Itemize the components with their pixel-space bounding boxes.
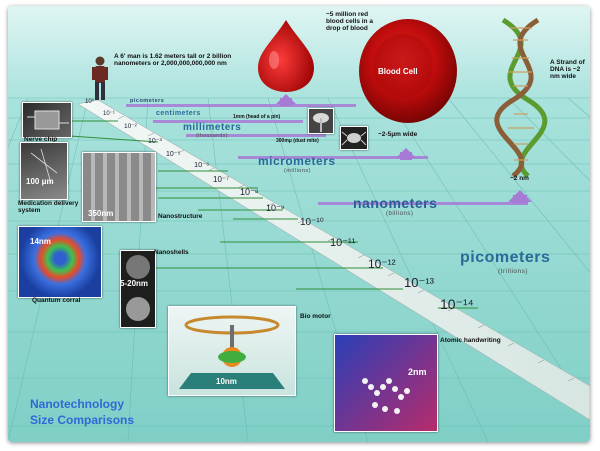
corral-size: 14nm bbox=[30, 237, 51, 246]
bio-motor-image bbox=[168, 306, 296, 396]
bio-motor-size: 10nm bbox=[216, 377, 237, 386]
dna-caption: A Strand of DNA is ~2 nm wide bbox=[550, 59, 585, 80]
diagram-frame: A 6' man is 1.62 meters tall or 2 billio… bbox=[8, 6, 590, 442]
power-7: 10⁻⁷ bbox=[213, 175, 230, 184]
atomic-size: 2nm bbox=[408, 367, 427, 377]
scale-bars bbox=[126, 104, 528, 205]
dustmite-label: 300mμ (dust mite) bbox=[276, 138, 319, 144]
ruler-bar bbox=[77, 99, 590, 421]
blood-cell bbox=[359, 19, 457, 123]
scale-nanometers: nanometers bbox=[353, 195, 438, 211]
pinhead-label: 1mm (head of a pin) bbox=[233, 114, 281, 120]
dna-size-label: ~2 nm bbox=[510, 175, 529, 182]
power-2: 10⁻² bbox=[124, 123, 137, 130]
nanoshells-image bbox=[120, 250, 156, 328]
power-14: 10⁻¹⁴ bbox=[440, 296, 474, 312]
nanoshells-size: 5-20nm bbox=[120, 279, 149, 288]
medication-size: 100 μm bbox=[26, 177, 54, 186]
blood-cell-label: Blood Cell bbox=[378, 67, 418, 76]
scale-centimeters: centimeters bbox=[156, 110, 201, 117]
scale-micrometers: micrometers bbox=[258, 154, 336, 168]
power-5: 10⁻⁵ bbox=[166, 151, 181, 158]
title-line-1: Nanotechnology bbox=[30, 397, 125, 411]
nanostructure-size: 350nm bbox=[88, 209, 114, 218]
nerve-chip-image bbox=[22, 102, 72, 138]
rbc-caption: ~5 million red blood cells in a drop of … bbox=[326, 11, 373, 32]
power-6: 10⁻⁶ bbox=[194, 160, 210, 169]
scale-thousands: (thousands) bbox=[196, 133, 228, 139]
cell-width-label: ~2-5μm wide bbox=[378, 131, 418, 138]
power-13: 10⁻¹³ bbox=[404, 275, 434, 290]
power-12: 10⁻¹² bbox=[368, 257, 396, 271]
scale-millions: (millions) bbox=[284, 168, 311, 174]
nanostructure-image bbox=[82, 152, 156, 222]
man-figure bbox=[92, 56, 108, 100]
blood-drop bbox=[258, 20, 314, 92]
atomic-handwriting-label: Atomic handwriting bbox=[440, 337, 501, 344]
dust-mite-image bbox=[340, 126, 368, 150]
power-8: 10⁻⁸ bbox=[240, 187, 259, 197]
scale-trillions: (trillions) bbox=[498, 268, 529, 275]
quantum-corral-label: Quantum corral bbox=[32, 297, 81, 304]
power-0: 10⁰ bbox=[85, 99, 95, 105]
medication-image bbox=[20, 142, 68, 200]
scale-picometers-small: picometers bbox=[130, 98, 165, 104]
power-9: 10⁻⁹ bbox=[266, 203, 285, 213]
atomic-handwriting-image bbox=[334, 334, 438, 432]
title-line-2: Size Comparisons bbox=[30, 413, 135, 427]
diagram-background bbox=[8, 6, 590, 442]
scale-billions: (billions) bbox=[386, 211, 414, 217]
nanostructure-label: Nanostructure bbox=[158, 213, 203, 220]
scale-arrows bbox=[276, 94, 532, 204]
nanoshells-label: Nanoshells bbox=[154, 249, 189, 256]
ruler-ticks bbox=[117, 115, 575, 382]
scale-millimeters: millimeters bbox=[183, 122, 242, 133]
power-10: 10⁻¹⁰ bbox=[300, 217, 324, 228]
bio-motor-label: Bio motor bbox=[300, 313, 331, 320]
medication-label: Medication delivery system bbox=[18, 200, 79, 214]
quantum-corral-image bbox=[18, 226, 102, 298]
power-11: 10⁻¹¹ bbox=[330, 237, 356, 249]
power-1: 10⁻¹ bbox=[103, 111, 115, 117]
dna-helix bbox=[494, 17, 548, 179]
man-caption: A 6' man is 1.62 meters tall or 2 billio… bbox=[114, 53, 232, 67]
power-3: 10⁻³ bbox=[148, 138, 162, 145]
pinhead-image bbox=[308, 108, 334, 134]
nerve-chip-label: Nerve chip bbox=[24, 136, 58, 143]
grid-floor bbox=[8, 97, 590, 442]
leader-lines bbox=[69, 120, 478, 309]
scale-picometers: picometers bbox=[460, 249, 551, 266]
